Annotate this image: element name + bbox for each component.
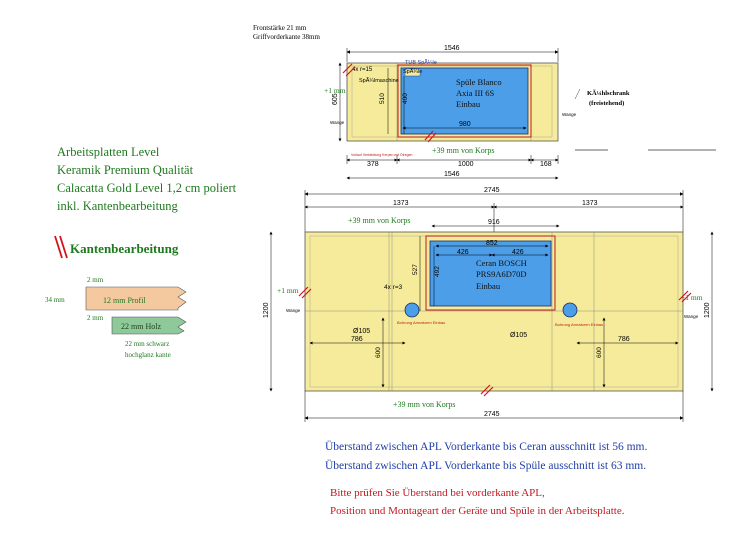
hob-radius-label: 4x r=3 (384, 284, 403, 291)
grip-edge-label: Griffvorderkante 38mm (253, 33, 320, 41)
sink-cutout (400, 67, 529, 135)
edge-note-2: hochglanz kante (125, 351, 171, 359)
hole-left-dia: Ø105 (353, 328, 370, 335)
dishwasher-label: SpÃ¼lmaschine (359, 77, 399, 84)
hob-left-half-dim: 426 (457, 249, 469, 256)
top-small-note: Vorlauf Verkleidung Kerpen mit Ölregen (351, 153, 413, 157)
front-thickness-label: Frontstärke 21 mm (253, 24, 307, 32)
corpus-note-bottom: +39 mm von Korps (393, 400, 456, 409)
depth-left-dim: 1200 (263, 302, 270, 318)
radius-label: 4x r=15 (352, 67, 373, 73)
top-wall-left: Wange (330, 120, 345, 125)
offset-right-dim: 168 (540, 161, 552, 168)
hole-left-depth: 600 (375, 347, 382, 358)
inner-depth-dim: 510 (379, 93, 386, 104)
note-check-1: Bitte prüfen Sie Überstand bei vorderkan… (330, 487, 545, 499)
bottom-overhang-right: +1 mm (681, 293, 703, 302)
total-dim-top: 2745 (484, 187, 500, 194)
edge-dim-bottom: 2 mm (87, 314, 104, 322)
bottom-wall-left: Wange (286, 308, 301, 313)
wood-layer (111, 316, 187, 335)
sink-depth-dim: 400 (402, 93, 409, 104)
top-plan: 1546 Spüle Blanco Axia III 6S Einbau 980… (324, 45, 716, 180)
hob-label-2: PRS9A6D70D (476, 269, 527, 279)
hob-depth-dim: 492 (434, 266, 441, 277)
hob-label-3: Einbau (476, 281, 501, 291)
bottom-plan: 2745 1373 1373 916 +39 mm von Korps 852 … (263, 187, 714, 422)
offset-mid-dim: 1000 (458, 161, 474, 168)
bottom-wall-right: Wange (684, 314, 699, 319)
fridge-label-1: KÃ¼hlschrank (587, 89, 630, 97)
sink-label-2: Axia III 6S (456, 88, 495, 98)
hob-right-half-dim: 426 (512, 249, 524, 256)
hole-right-offset: 786 (618, 336, 630, 343)
total-dim-bottom: 2745 (484, 411, 500, 418)
material-line-1: Arbeitsplatten Level (57, 145, 160, 159)
hob-width-dim: 852 (486, 240, 498, 247)
edge-dim-total: 34 mm (45, 296, 65, 304)
fridge-label-2: (freistehend) (589, 100, 624, 107)
note-overhang-ceran: Überstand zwischen APL Vorderkante bis C… (325, 439, 648, 453)
hob-label-1: Ceran BOSCH (476, 258, 527, 268)
edge-dim-top: 2 mm (87, 276, 104, 284)
material-line-4: inkl. Kantenbearbeitung (57, 199, 179, 213)
hob-cutout (429, 240, 552, 307)
edge-title: Kantenbearbeitung (70, 241, 179, 256)
corpus-note-top: +39 mm von Korps (348, 216, 411, 225)
hole-right-depth: 600 (596, 347, 603, 358)
depth-right-dim: 1200 (704, 302, 711, 318)
note-check-2: Position und Montageart der Geräte und S… (330, 505, 625, 517)
sink-width-dim: 980 (459, 121, 471, 128)
offset-left-dim: 378 (367, 161, 379, 168)
note-overhang-sink: Überstand zwischen APL Vorderkante bis S… (325, 458, 646, 472)
top-depth-dim: 605 (332, 93, 339, 105)
top-width-dim-bottom: 1546 (444, 171, 460, 178)
material-line-2: Keramik Premium Qualität (57, 163, 194, 177)
sink-cutout-outer (397, 64, 532, 138)
profile-label: 12 mm Profil (103, 296, 146, 305)
top-overhang-left: +1 mm (324, 86, 346, 95)
material-line-3: Calacatta Gold Level 1,2 cm poliert (57, 181, 237, 195)
left-part-dim: 1373 (393, 200, 409, 207)
right-part-dim: 1373 (582, 200, 598, 207)
hole-right-dia: Ø105 (510, 332, 527, 339)
bottom-overhang-left: +1 mm (277, 286, 299, 295)
center-span-dim: 916 (488, 219, 500, 226)
tap-hole-right (562, 302, 578, 318)
profile-layer (85, 286, 187, 311)
hob-offset-dim: 527 (412, 264, 419, 275)
tub-label: TUB SpÃ¼le (405, 59, 437, 66)
edge-note-1: 22 mm schwarz (125, 340, 169, 348)
dishwasher-label-2: SpÃ¼le (403, 68, 422, 75)
sink-label-1: Spüle Blanco (456, 77, 502, 87)
top-corpus-note: +39 mm von Korps (432, 146, 495, 155)
hole-note-left: Bohrung Armaturen Einbau (397, 320, 445, 325)
tap-hole-left (404, 302, 420, 318)
top-wall-right: Wange (562, 112, 577, 117)
sink-label-3: Einbau (456, 99, 481, 109)
wood-label: 22 mm Holz (121, 322, 161, 331)
edge-detail: Kantenbearbeitung 2 mm 34 mm 2 mm 12 mm … (45, 235, 187, 359)
hole-note-right: Bohrung Armaturen Einbau (555, 322, 603, 327)
top-width-dim: 1546 (444, 45, 460, 52)
hole-left-offset: 786 (351, 336, 363, 343)
hob-cutout-outer (425, 235, 556, 311)
